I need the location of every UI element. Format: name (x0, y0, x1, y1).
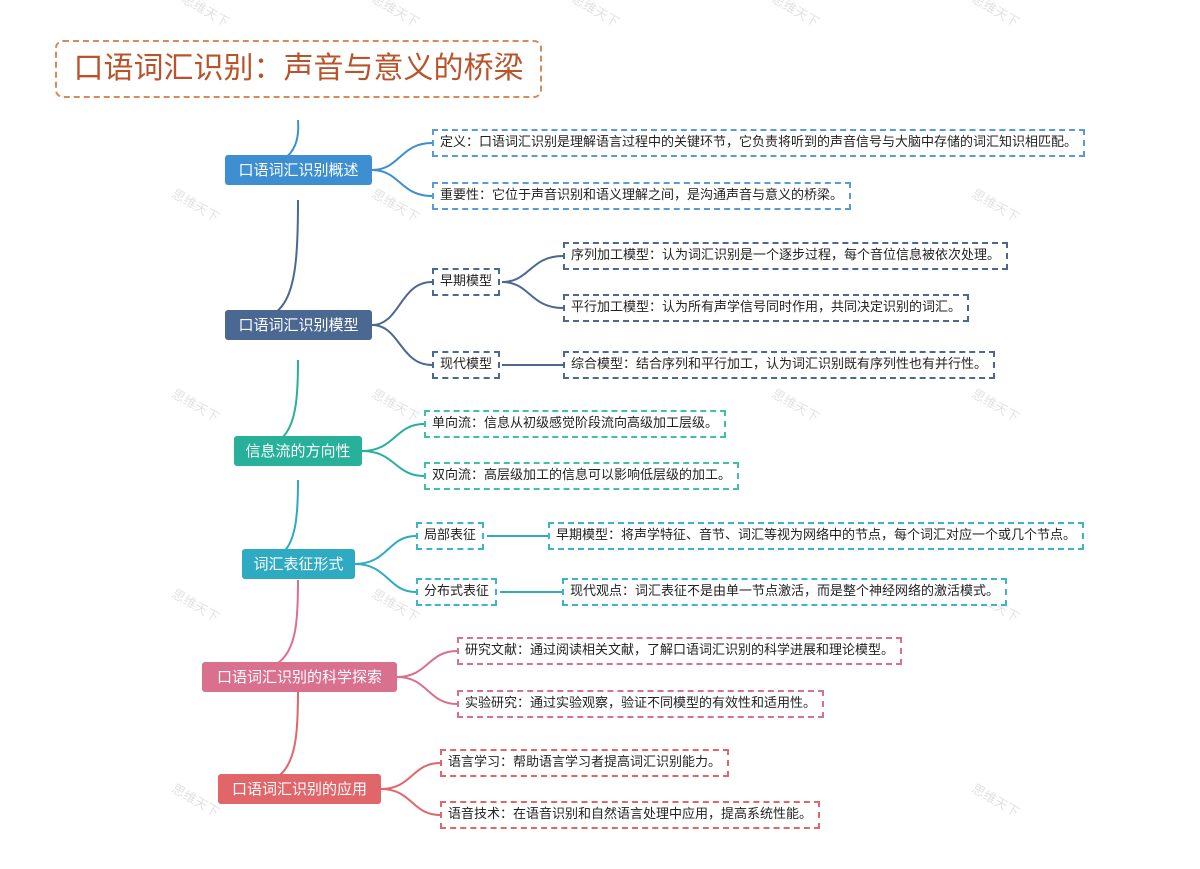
mindmap-root-title[interactable]: 口语词汇识别：声音与意义的桥梁 (55, 40, 542, 98)
branch-scientific-exploration[interactable]: 口语词汇识别的科学探索 (202, 662, 397, 692)
leaf-early-model-nodes[interactable]: 早期模型：将声学特征、音节、词汇等视为网络中的节点，每个词汇对应一个或几个节点。 (548, 522, 1085, 550)
branch-2-connectors (224, 199, 564, 366)
leaf-experimental-research[interactable]: 实验研究：通过实验观察，验证不同模型的有效性和适用性。 (457, 690, 825, 718)
leaf-definition[interactable]: 定义：口语词汇识别是理解语言过程中的关键环节，它负责将听到的声音信号与大脑中存储… (432, 129, 1086, 157)
leaf-bidirectional-flow[interactable]: 双向流：高层级加工的信息可以影响低层级的加工。 (424, 462, 740, 490)
branch-overview[interactable]: 口语词汇识别概述 (225, 155, 372, 185)
branch-lexical-representation[interactable]: 词汇表征形式 (242, 549, 355, 579)
leaf-serial-model[interactable]: 序列加工模型：认为词汇识别是一个逐步过程，每个音位信息被依次处理。 (563, 242, 1009, 270)
branch-applications[interactable]: 口语词汇识别的应用 (218, 774, 381, 804)
subgroup-modern-models[interactable]: 现代模型 (432, 351, 501, 379)
leaf-integrated-model[interactable]: 综合模型：结合序列和平行加工，认为词汇识别既有序列性也有并行性。 (563, 351, 996, 379)
leaf-literature-research[interactable]: 研究文献：通过阅读相关文献，了解口语词汇识别的科学进展和理论模型。 (457, 637, 903, 665)
leaf-speech-technology[interactable]: 语音技术：在语音识别和自然语言处理中应用，提高系统性能。 (440, 801, 821, 829)
leaf-parallel-model[interactable]: 平行加工模型：认为所有声学信号同时作用，共同决定识别的词汇。 (563, 294, 970, 322)
subgroup-early-models[interactable]: 早期模型 (432, 268, 501, 296)
leaf-modern-view[interactable]: 现代观点：词汇表征不是由单一节点激活，而是整个神经网络的激活模式。 (562, 578, 1008, 606)
leaf-importance[interactable]: 重要性：它位于声音识别和语义理解之间，是沟通声音与意义的桥梁。 (432, 182, 852, 210)
subgroup-distributed-representation[interactable]: 分布式表征 (416, 578, 498, 606)
leaf-language-learning[interactable]: 语言学习：帮助语言学习者提高词汇识别能力。 (440, 749, 730, 777)
subgroup-local-representation[interactable]: 局部表征 (416, 522, 485, 550)
branch-information-flow[interactable]: 信息流的方向性 (234, 436, 362, 466)
leaf-unidirectional-flow[interactable]: 单向流：信息从初级感觉阶段流向高级加工层级。 (424, 410, 727, 438)
branch-models[interactable]: 口语词汇识别模型 (225, 310, 372, 340)
